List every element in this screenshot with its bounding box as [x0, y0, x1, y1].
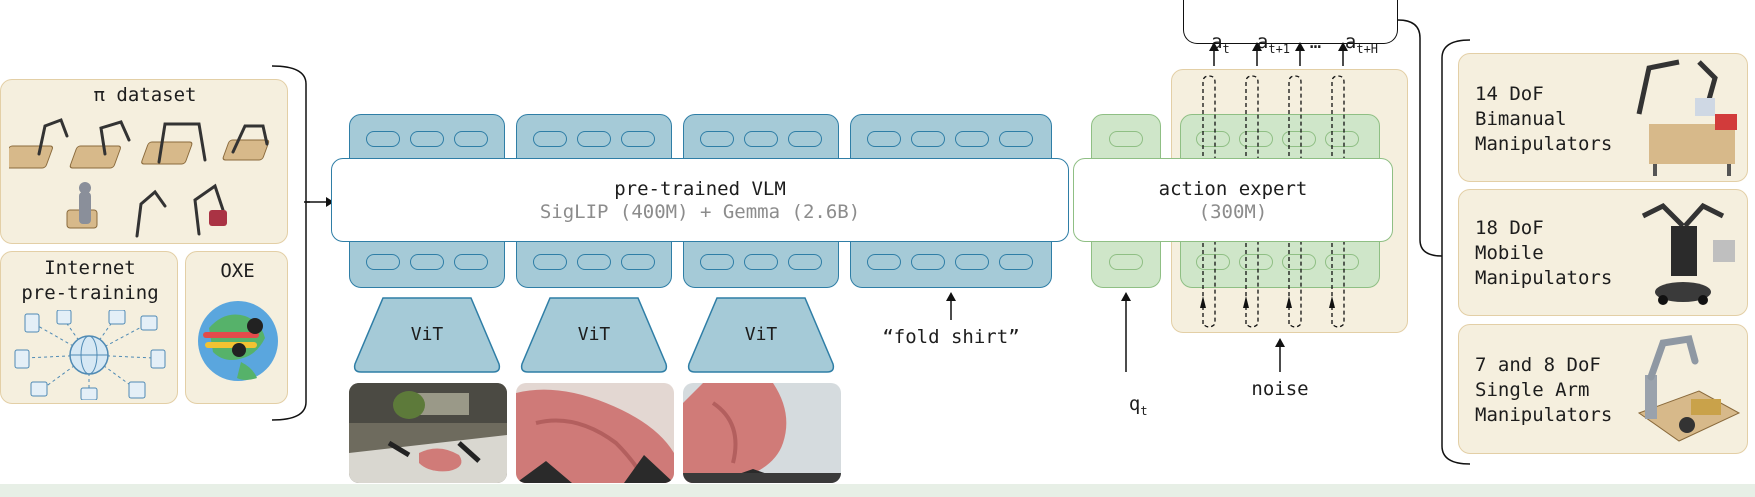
action-base: a: [1211, 31, 1223, 53]
token-pill: [955, 254, 989, 270]
token-pill: [1109, 131, 1143, 147]
flow-dashed-loops: [1200, 75, 1345, 328]
token-pill: [577, 131, 611, 147]
token-pill: [867, 254, 901, 270]
robot-panel-mobile: 18 DoF Mobile Manipulators: [1458, 189, 1748, 316]
action-chunk-box: [1183, 0, 1398, 44]
token-pill: [788, 131, 822, 147]
state-subscript: t: [1140, 403, 1148, 418]
internet-pretraining-title: Internet pre-training: [21, 257, 159, 304]
action-subscript: t+1: [1268, 41, 1291, 56]
token-pill: [700, 131, 734, 147]
token-pill: [867, 131, 901, 147]
token-pill: [410, 254, 444, 270]
bimanual-robot-image: [1636, 59, 1737, 176]
token-pill: [621, 254, 655, 270]
token-pill: [911, 131, 945, 147]
vlm-title: pre-trained VLM: [614, 178, 786, 200]
robot-panel-single-arm: 7 and 8 DoF Single Arm Manipulators: [1458, 324, 1748, 454]
token-pill: [999, 254, 1033, 270]
robot-panel-bimanual: 14 DoF Bimanual Manipulators: [1458, 53, 1748, 182]
vit-encoder-2: [520, 297, 668, 373]
state-arrow: [1121, 292, 1131, 372]
robot-label-single-arm: 7 and 8 DoF Single Arm Manipulators: [1475, 354, 1613, 426]
bracket-arrow: [304, 197, 334, 207]
token-pill: [533, 131, 567, 147]
token-pill: [577, 254, 611, 270]
token-pill: [454, 254, 488, 270]
camera-image-left-wrist: [516, 383, 674, 483]
token-pill: [700, 254, 734, 270]
token-pill: [955, 131, 989, 147]
action-token-1: at: [1184, 9, 1234, 56]
oxe-panel: OXE: [185, 251, 288, 404]
token-pill: [788, 254, 822, 270]
output-connector-bracket: [1398, 19, 1470, 465]
token-pill: [744, 131, 778, 147]
vit-label-2: ViT: [577, 324, 611, 345]
action-expert-title: action expert: [1158, 178, 1308, 200]
action-subscript: t+H: [1356, 41, 1379, 56]
action-base: a: [1344, 31, 1357, 53]
action-base: a: [1256, 31, 1269, 53]
token-pill: [1196, 131, 1230, 147]
noise-arrow: [1275, 338, 1285, 372]
vit-encoder-1: [353, 297, 501, 373]
action-token-2: at+1: [1234, 9, 1291, 56]
action-ellipsis: …: [1309, 31, 1322, 53]
internet-pretraining-panel: Internet pre-training: [0, 251, 178, 404]
single-arm-robot-image: [1637, 335, 1741, 442]
noise-label: noise: [1251, 378, 1309, 400]
token-pill: [454, 131, 488, 147]
action-expert-box: action expert (300M): [1073, 158, 1393, 242]
vit-encoder-3: [687, 297, 835, 373]
token-pill: [911, 254, 945, 270]
bottom-band: [0, 484, 1755, 497]
token-pill: [410, 131, 444, 147]
action-subscript: t: [1222, 41, 1230, 56]
action-expert-subtitle: (300M): [1198, 201, 1268, 223]
vit-label-3: ViT: [744, 324, 778, 345]
token-pill: [1282, 254, 1316, 270]
oxe-globe-icon: [198, 301, 278, 381]
token-pill: [1109, 254, 1143, 270]
token-pill: [999, 131, 1033, 147]
robot-label-mobile: 18 DoF Mobile Manipulators: [1475, 217, 1613, 289]
action-token-4: at+H: [1322, 9, 1378, 56]
prompt-arrow: [946, 292, 956, 320]
pi-dataset-panel: π dataset: [0, 79, 288, 244]
mobile-robot-image: [1641, 202, 1735, 305]
token-pill: [1239, 254, 1273, 270]
vlm-box: pre-trained VLM SigLIP (400M) + Gemma (2…: [331, 158, 1069, 242]
state-base: q: [1128, 393, 1141, 415]
language-prompt: “fold shirt”: [882, 326, 1020, 348]
token-pill: [1282, 131, 1316, 147]
token-pill: [1325, 254, 1359, 270]
token-pill: [366, 254, 400, 270]
token-pill: [744, 254, 778, 270]
oxe-title: OXE: [220, 260, 255, 282]
vit-label-1: ViT: [410, 324, 444, 345]
action-token-3: …: [1284, 9, 1324, 53]
camera-image-overview: [349, 383, 507, 483]
pi-dataset-title: π dataset: [93, 84, 197, 106]
camera-image-right-wrist: [683, 383, 841, 483]
token-pill: [1325, 131, 1359, 147]
token-pill: [1196, 254, 1230, 270]
globe-network-icon: [14, 310, 166, 400]
state-label: qt: [1106, 371, 1148, 418]
vlm-subtitle: SigLIP (400M) + Gemma (2.6B): [539, 201, 861, 223]
token-pill: [621, 131, 655, 147]
robot-label-bimanual: 14 DoF Bimanual Manipulators: [1475, 83, 1613, 155]
robot-arms-collage-image: [9, 118, 270, 238]
token-pill: [533, 254, 567, 270]
token-pill: [1239, 131, 1273, 147]
left-bracket: [271, 65, 310, 421]
output-arrows: [1209, 42, 1348, 66]
token-pill: [366, 131, 400, 147]
